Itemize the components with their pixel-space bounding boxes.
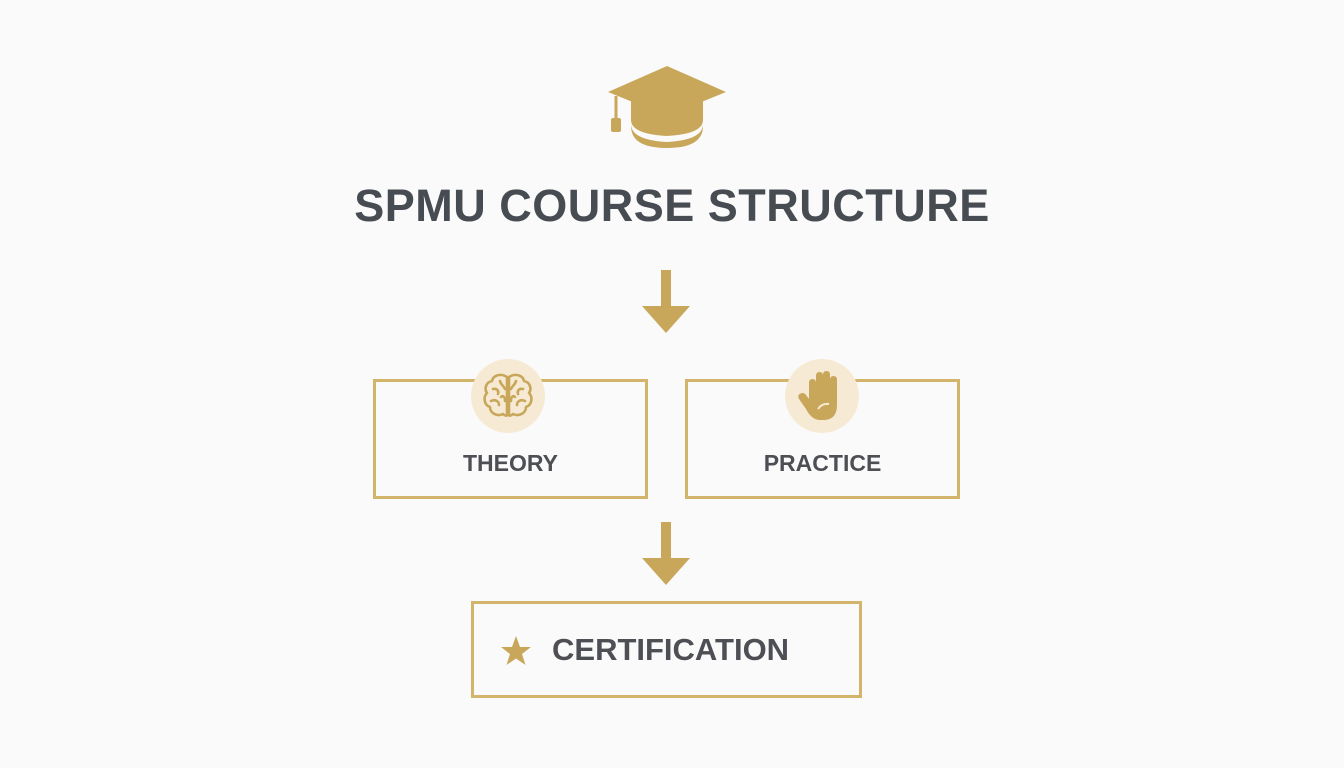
brain-icon [483,373,533,417]
arrow-down-icon [642,270,690,333]
star-icon [501,636,531,665]
certification-box [471,601,862,698]
practice-label: PRACTICE [763,450,882,476]
theory-badge [471,359,545,433]
arrow-down-icon [642,522,690,585]
hand-icon [798,371,837,420]
theory-label: THEORY [463,450,558,476]
certification-label: CERTIFICATION [552,632,790,667]
graduation-cap-icon [608,66,726,148]
practice-badge [785,359,859,433]
diagram-title: SPMU COURSE STRUCTURE [354,180,990,231]
